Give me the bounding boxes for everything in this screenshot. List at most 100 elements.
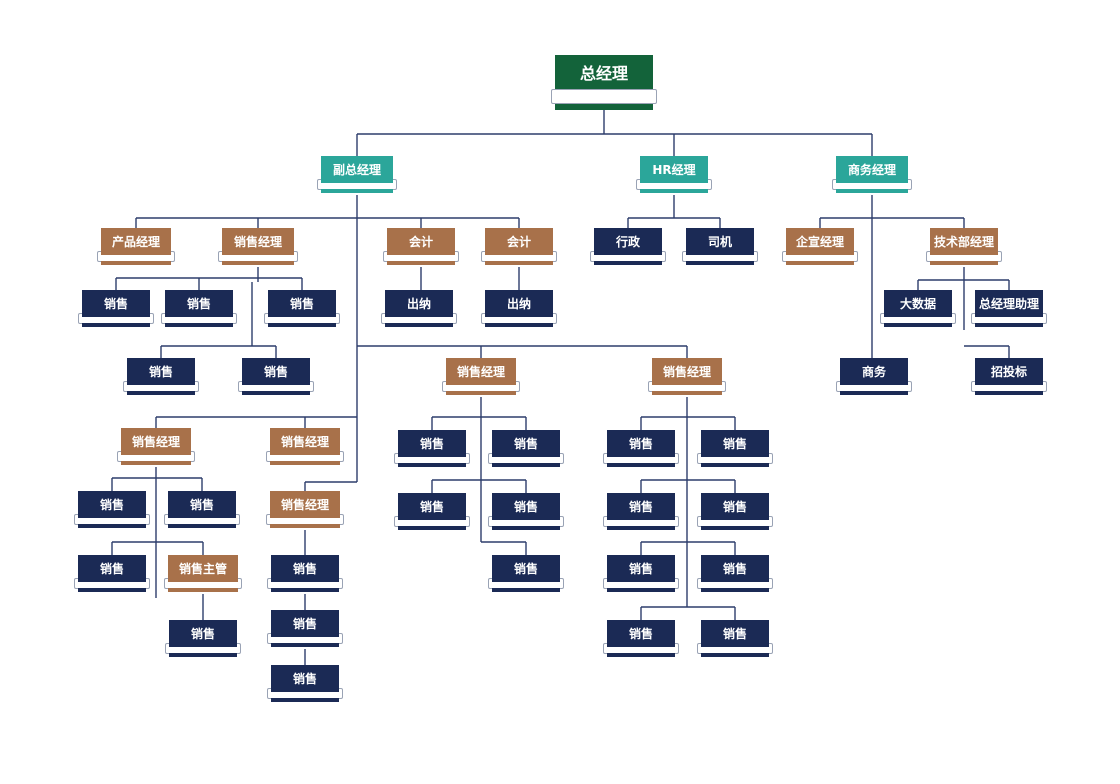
org-node-base bbox=[121, 461, 191, 465]
org-node-sales-b2: 销售 bbox=[488, 430, 564, 474]
org-node-sales-a2: 销售 bbox=[161, 290, 237, 334]
org-node-label: 销售 bbox=[701, 430, 769, 457]
org-node-base bbox=[640, 189, 708, 193]
org-node-base bbox=[884, 323, 952, 327]
org-node-base bbox=[101, 261, 171, 265]
org-node-label: 销售 bbox=[492, 430, 560, 457]
org-node-sales-c1: 销售 bbox=[603, 430, 679, 474]
org-node-label: 销售 bbox=[701, 555, 769, 582]
org-node-sales-c8: 销售 bbox=[697, 620, 773, 664]
org-node-label: 出纳 bbox=[485, 290, 553, 317]
org-node-sales-f1: 销售 bbox=[267, 555, 343, 599]
org-node-tech-mgr: 技术部经理 bbox=[926, 228, 1002, 272]
org-node-sales-mgr-f: 销售经理 bbox=[266, 491, 344, 535]
org-node-label: 副总经理 bbox=[321, 156, 393, 183]
org-node-base bbox=[398, 526, 466, 530]
org-node-base bbox=[242, 391, 310, 395]
org-node-label: 销售 bbox=[701, 620, 769, 647]
org-node-sales-b1: 销售 bbox=[394, 430, 470, 474]
org-node-base bbox=[270, 524, 340, 528]
org-node-sales-mgr-b: 销售经理 bbox=[442, 358, 520, 402]
org-node-label: 销售 bbox=[78, 491, 146, 518]
org-node-label: 会计 bbox=[485, 228, 553, 255]
org-node-sales-a4: 销售 bbox=[123, 358, 199, 402]
org-node-admin: 行政 bbox=[590, 228, 666, 272]
org-node-base bbox=[222, 261, 294, 265]
org-node-sales-c4: 销售 bbox=[697, 493, 773, 537]
org-node-base bbox=[169, 653, 237, 657]
org-node-base bbox=[168, 524, 236, 528]
org-node-base bbox=[930, 261, 998, 265]
org-node-base bbox=[492, 463, 560, 467]
org-node-label: 会计 bbox=[387, 228, 455, 255]
org-node-base bbox=[321, 189, 393, 193]
org-node-sales-d2: 销售 bbox=[164, 491, 240, 535]
org-node-sales-d3: 销售 bbox=[74, 555, 150, 599]
org-node-sales-c7: 销售 bbox=[603, 620, 679, 664]
org-node-base bbox=[836, 189, 908, 193]
org-node-label: 大数据 bbox=[884, 290, 952, 317]
org-node-label: 总经理 bbox=[555, 55, 653, 89]
org-node-base bbox=[271, 643, 339, 647]
org-node-label: 产品经理 bbox=[101, 228, 171, 255]
org-node-label: 销售 bbox=[169, 620, 237, 647]
org-node-base bbox=[840, 391, 908, 395]
org-node-base bbox=[271, 698, 339, 702]
org-node-big-data: 大数据 bbox=[880, 290, 956, 334]
org-node-base bbox=[607, 526, 675, 530]
org-node-label: 销售经理 bbox=[222, 228, 294, 255]
org-node-base bbox=[594, 261, 662, 265]
org-node-base bbox=[607, 653, 675, 657]
org-node-base bbox=[975, 391, 1043, 395]
org-node-label: 销售主管 bbox=[168, 555, 238, 582]
org-node-sales-b4: 销售 bbox=[488, 493, 564, 537]
org-node-sales-mgr-a: 销售经理 bbox=[218, 228, 298, 272]
org-node-label: 商务经理 bbox=[836, 156, 908, 183]
org-node-label: 销售 bbox=[127, 358, 195, 385]
org-node-biz: 商务经理 bbox=[832, 156, 912, 200]
org-node-label: 销售经理 bbox=[121, 428, 191, 455]
org-node-product-mgr: 产品经理 bbox=[97, 228, 175, 272]
org-node-base bbox=[165, 323, 233, 327]
org-node-sales-c2: 销售 bbox=[697, 430, 773, 474]
org-node-base bbox=[607, 463, 675, 467]
org-node-base bbox=[975, 323, 1043, 327]
org-node-label: HR经理 bbox=[640, 156, 708, 183]
org-node-label: 销售 bbox=[398, 493, 466, 520]
org-node-base bbox=[268, 323, 336, 327]
org-node-tray bbox=[551, 89, 657, 104]
org-node-sales-mgr-d: 销售经理 bbox=[117, 428, 195, 472]
org-node-label: 销售 bbox=[398, 430, 466, 457]
org-node-label: 销售 bbox=[607, 430, 675, 457]
org-node-label: 销售 bbox=[271, 610, 339, 637]
org-node-cashier-2: 出纳 bbox=[481, 290, 557, 334]
org-node-label: 销售 bbox=[271, 665, 339, 692]
org-node-base bbox=[701, 526, 769, 530]
org-node-label: 技术部经理 bbox=[930, 228, 998, 255]
org-node-base bbox=[387, 261, 455, 265]
org-node-label: 销售 bbox=[701, 493, 769, 520]
org-node-label: 出纳 bbox=[385, 290, 453, 317]
org-node-sales-a1: 销售 bbox=[78, 290, 154, 334]
org-node-sales-d1: 销售 bbox=[74, 491, 150, 535]
org-node-base bbox=[271, 588, 339, 592]
org-node-hr: HR经理 bbox=[636, 156, 712, 200]
org-node-label: 销售经理 bbox=[446, 358, 516, 385]
org-node-commerce: 商务 bbox=[836, 358, 912, 402]
org-node-cashier-1: 出纳 bbox=[381, 290, 457, 334]
org-node-sales-a5: 销售 bbox=[238, 358, 314, 402]
org-node-label: 销售 bbox=[271, 555, 339, 582]
org-node-sales-f2: 销售 bbox=[267, 610, 343, 654]
org-node-base bbox=[492, 588, 560, 592]
org-node-base bbox=[607, 588, 675, 592]
org-node-label: 销售 bbox=[607, 493, 675, 520]
org-node-sales-c6: 销售 bbox=[697, 555, 773, 599]
org-node-base bbox=[78, 524, 146, 528]
org-node-vp: 副总经理 bbox=[317, 156, 397, 200]
org-node-base bbox=[701, 463, 769, 467]
org-node-label: 销售 bbox=[78, 555, 146, 582]
org-node-label: 销售经理 bbox=[652, 358, 722, 385]
org-node-sales-d4: 销售 bbox=[165, 620, 241, 664]
